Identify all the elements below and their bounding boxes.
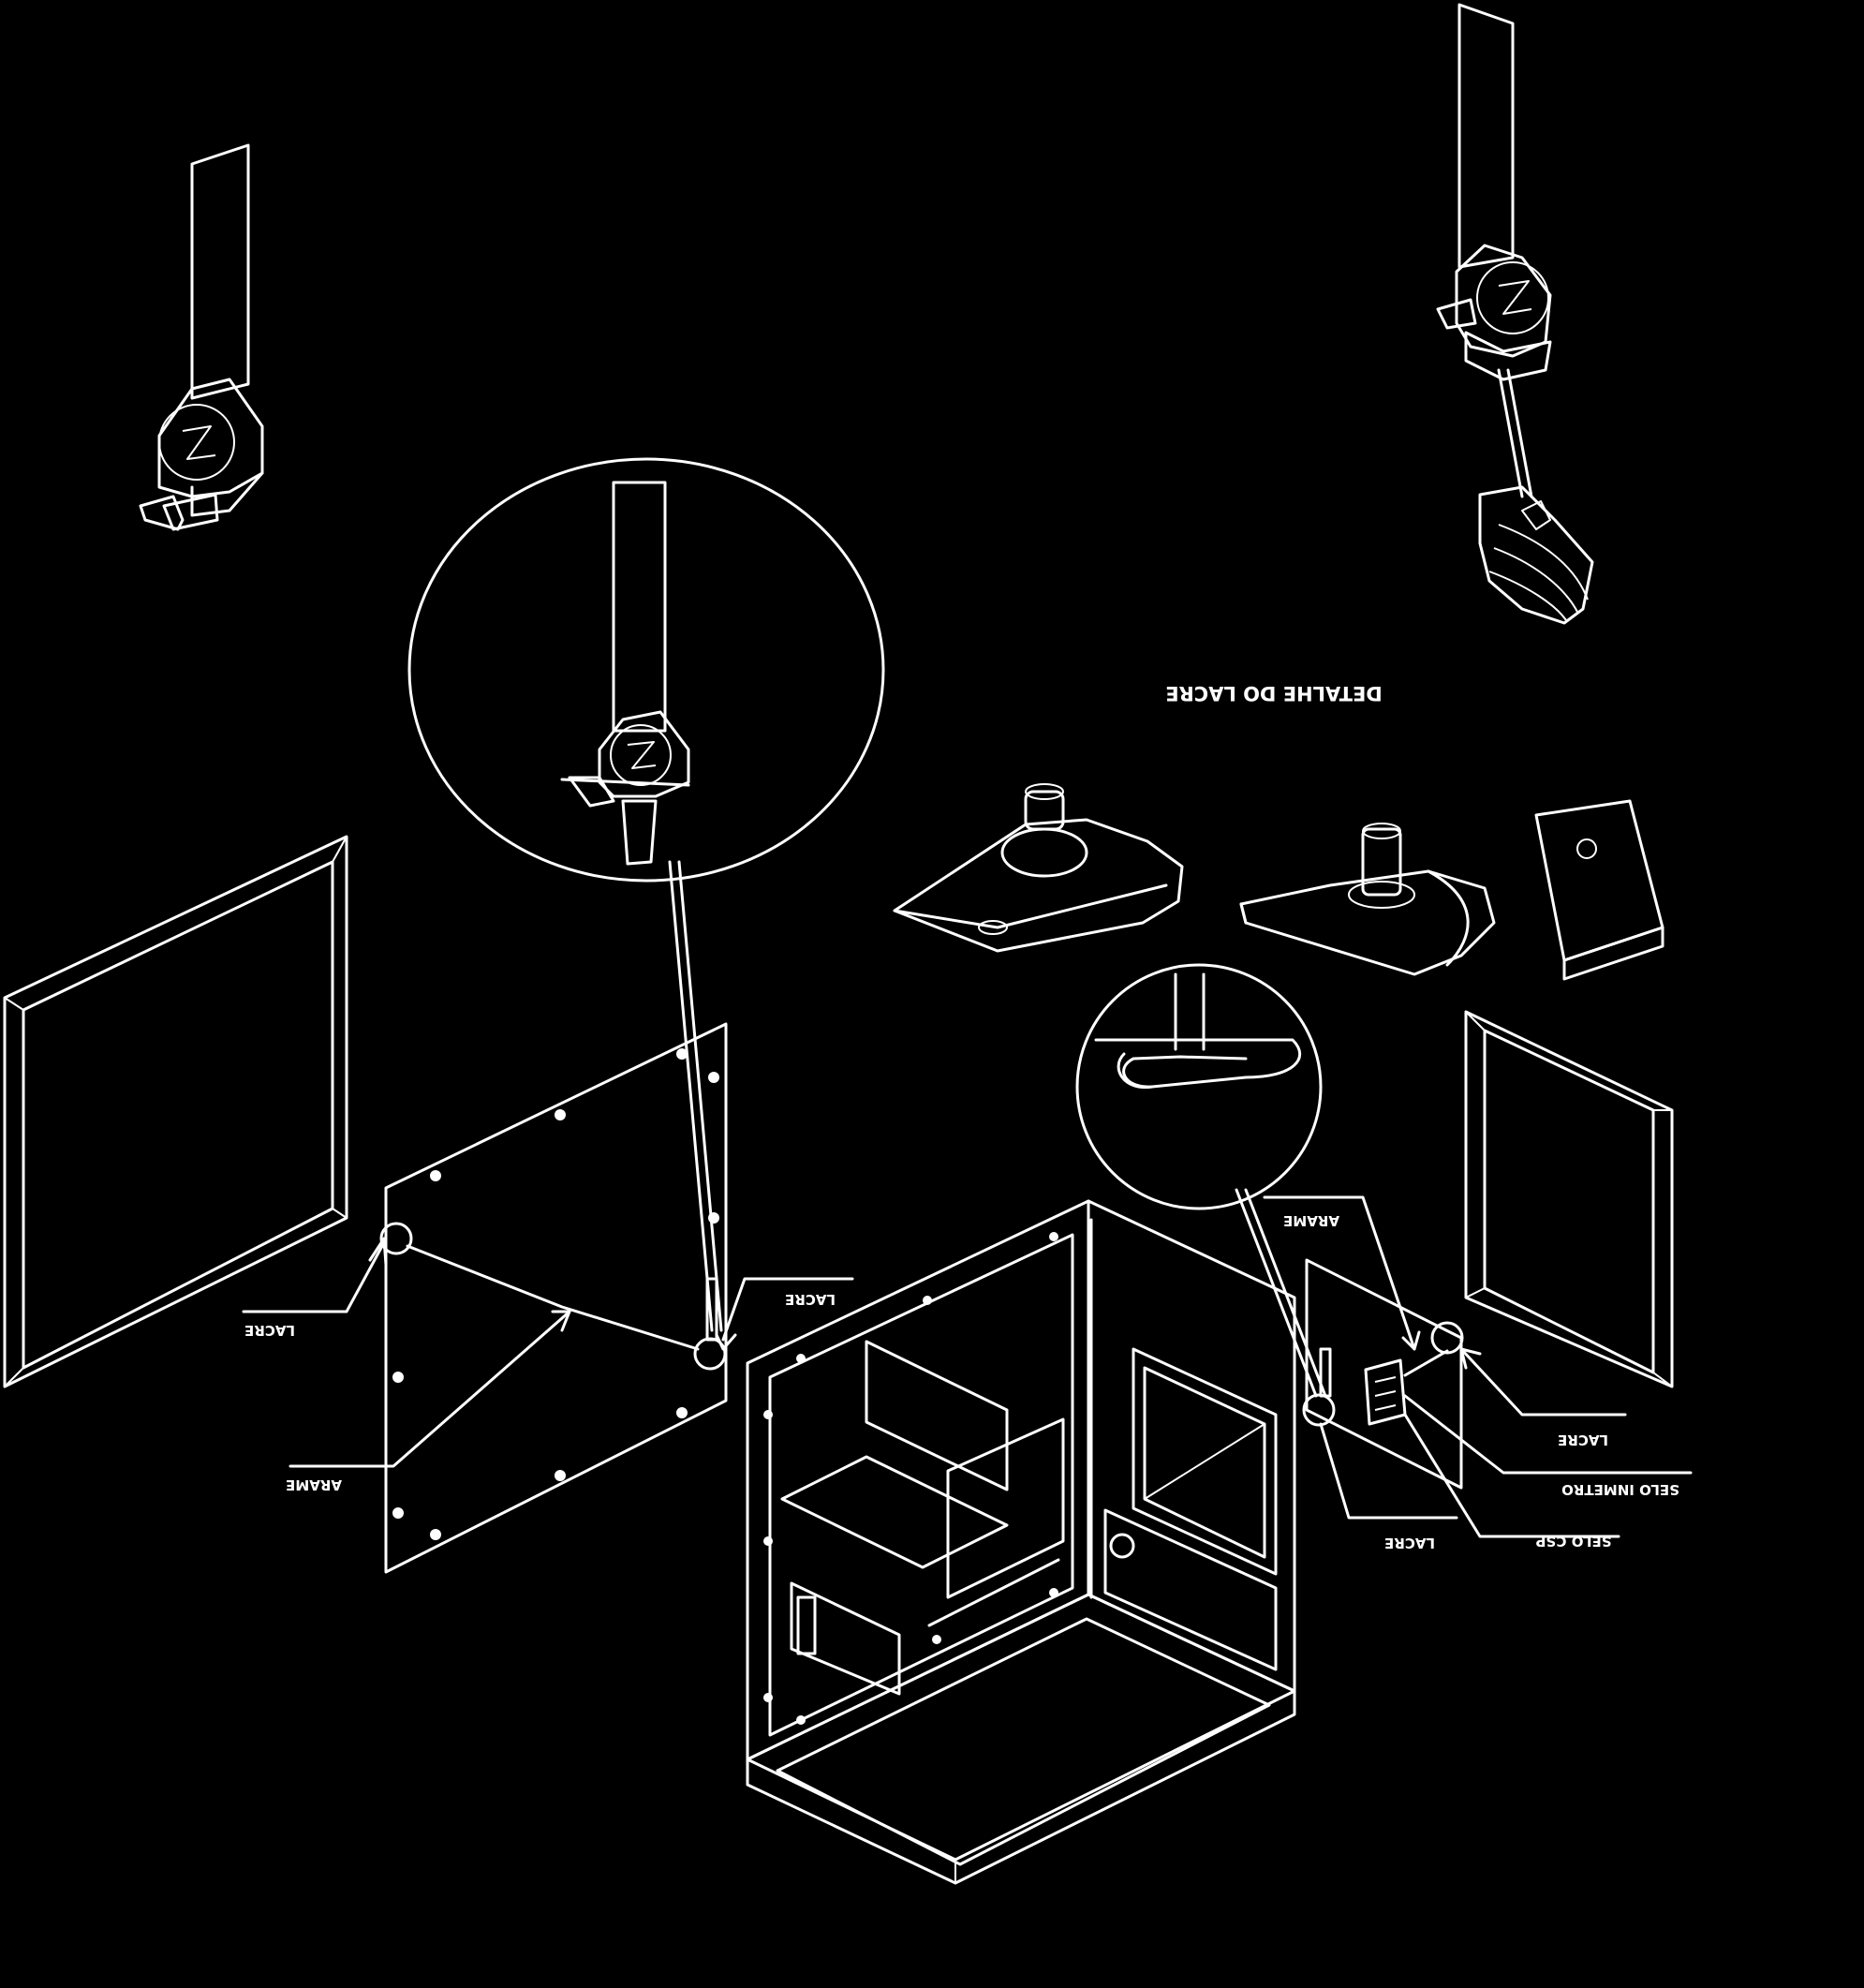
- seal-detail-parts: [893, 783, 1664, 981]
- label-arame-left: ARAME: [286, 1476, 342, 1493]
- label-lacre-right-upper: LACRE: [1558, 1432, 1608, 1448]
- magnifier-detail-left: [407, 457, 885, 1332]
- right-door-panel: [1302, 1258, 1464, 1490]
- frame-panel-left: [3, 835, 348, 1388]
- label-lacre-left: LACRE: [244, 1322, 295, 1339]
- label-arame-right: ARAME: [1283, 1212, 1339, 1229]
- enclosure-box: [746, 1199, 1296, 1885]
- leader-lines-left: [242, 1237, 854, 1468]
- label-lacre-right-lower: LACRE: [1384, 1535, 1435, 1551]
- seal-top-right: [1436, 3, 1594, 625]
- leader-lines-right: [1263, 1195, 1693, 1538]
- magnifier-detail-right: [1075, 963, 1327, 1398]
- frame-panel-right: [1464, 1010, 1674, 1388]
- seal-top-left: [139, 143, 264, 531]
- label-selo-inmetro: SELO INMETRO: [1561, 1481, 1679, 1498]
- label-selo-csp: SELO CSP: [1535, 1533, 1611, 1550]
- label-lacre-center: LACRE: [785, 1291, 836, 1308]
- detail-title: DETALHE DO LACRE: [1165, 682, 1383, 705]
- sealed-door-panel: [379, 1022, 728, 1574]
